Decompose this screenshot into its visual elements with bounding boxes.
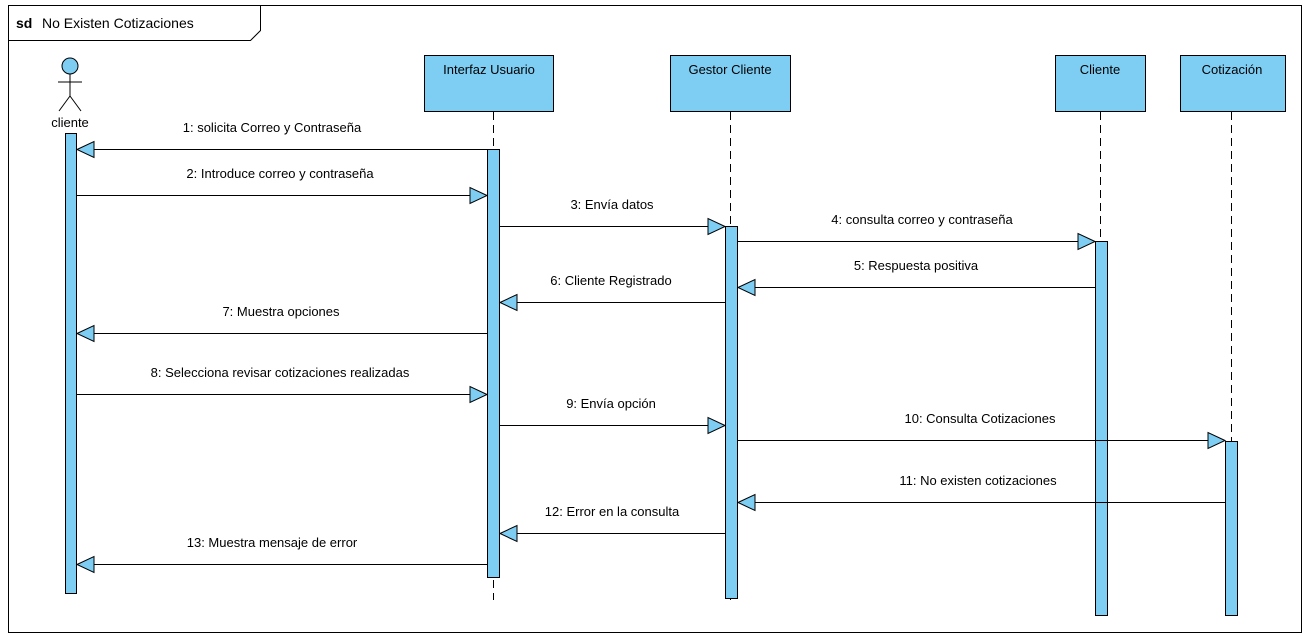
- actor-label: cliente: [51, 115, 89, 130]
- message-1: 1: solicita Correo y Contraseña: [75, 120, 488, 159]
- message-9: 9: Envía opción: [499, 396, 727, 435]
- lifeline-interfaz-usuario: Interfaz Usuario: [424, 55, 554, 112]
- message-label: 13: Muestra mensaje de error: [187, 535, 358, 550]
- message-4: 4: consulta correo y contraseña: [737, 212, 1097, 251]
- message-label: 3: Envía datos: [570, 197, 654, 212]
- message-label: 12: Error en la consulta: [545, 504, 680, 519]
- lifeline-cliente: Cliente: [1055, 55, 1146, 112]
- lifeline-cotizacion: Cotización: [1180, 55, 1286, 112]
- lifeline-label: Interfaz Usuario: [443, 62, 535, 77]
- message-label: 1: solicita Correo y Contraseña: [183, 120, 362, 135]
- activation-actor: [65, 133, 77, 594]
- message-label: 7: Muestra opciones: [222, 304, 340, 319]
- lifeline-label: Gestor Cliente: [688, 62, 771, 77]
- message-label: 11: No existen cotizaciones: [899, 473, 1057, 488]
- messages: 1: solicita Correo y Contraseña 2: Intro…: [75, 120, 1227, 574]
- message-7: 7: Muestra opciones: [75, 304, 488, 343]
- lifeline-box: [1055, 55, 1146, 112]
- frame-title: No Existen Cotizaciones: [42, 15, 194, 31]
- message-5: 5: Respuesta positiva: [736, 258, 1096, 297]
- lifeline-box: [670, 55, 791, 112]
- actor-left-leg: [58, 95, 71, 112]
- actor-right-leg: [69, 95, 82, 112]
- activation-gestor-cliente: [725, 226, 738, 599]
- lifeline-gestor-cliente: Gestor Cliente: [670, 55, 791, 112]
- message-label: 6: Cliente Registrado: [550, 273, 671, 288]
- message-label: 8: Selecciona revisar cotizaciones reali…: [151, 365, 410, 380]
- frame-keyword: sd: [16, 15, 32, 31]
- message-3: 3: Envía datos: [499, 197, 727, 236]
- message-10: 10: Consulta Cotizaciones: [737, 411, 1227, 450]
- message-6: 6: Cliente Registrado: [498, 273, 726, 312]
- actor-cliente: cliente: [51, 57, 89, 130]
- message-12: 12: Error en la consulta: [498, 504, 726, 543]
- lifeline-box: [1180, 55, 1286, 112]
- lifeline-label: Cliente: [1080, 62, 1120, 77]
- message-label: 10: Consulta Cotizaciones: [904, 411, 1056, 426]
- lifeline-box: [424, 55, 554, 112]
- message-2: 2: Introduce correo y contraseña: [76, 166, 489, 205]
- activation-interfaz-usuario: [487, 149, 500, 578]
- message-11: 11: No existen cotizaciones: [736, 473, 1226, 512]
- message-label: 4: consulta correo y contraseña: [831, 212, 1013, 227]
- activation-cliente: [1095, 241, 1108, 616]
- frame-label-tab: [8, 5, 261, 41]
- message-label: 9: Envía opción: [566, 396, 656, 411]
- actor-head: [61, 57, 79, 75]
- message-8: 8: Selecciona revisar cotizaciones reali…: [76, 365, 489, 404]
- activation-cotizacion: [1225, 441, 1238, 616]
- message-label: 5: Respuesta positiva: [854, 258, 979, 273]
- message-13: 13: Muestra mensaje de error: [75, 535, 488, 574]
- lifeline-label: Cotización: [1202, 62, 1263, 77]
- message-label: 2: Introduce correo y contraseña: [186, 166, 374, 181]
- frame-border: [8, 5, 1302, 633]
